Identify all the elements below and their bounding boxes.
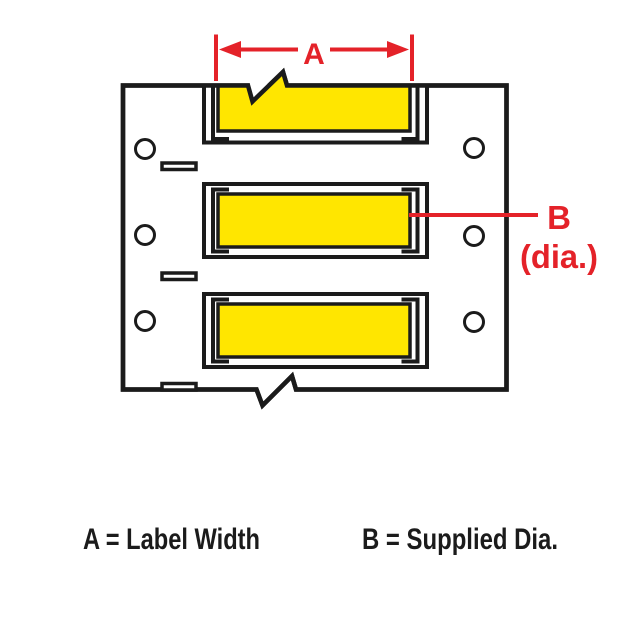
arrowhead-left-icon [219,41,241,58]
feed-hole-right-1 [463,137,485,159]
dimension-b: B (dia.) [409,199,598,275]
feed-hole-right-3 [463,311,485,333]
dimension-a: A [214,34,414,81]
dimension-b-sub-label: (dia.) [520,238,598,275]
sleeve-bracket-right [401,297,420,364]
legend-b: B = Supplied Dia. [362,523,558,556]
feed-hole-left-3 [134,310,156,332]
sleeve-bracket-left [211,297,229,364]
legend-a: A = Label Width [83,523,260,556]
feed-hole-right-2 [463,225,485,247]
carrier-slit-1 [160,161,198,172]
carrier-slit-2 [160,271,198,282]
label-sleeve-3 [202,292,429,369]
carrier-slit-3 [160,381,198,392]
legend: A = Label Width B = Supplied Dia. [83,523,558,556]
carrier-outline-stroke [120,67,509,410]
label-sleeve-2 [202,182,429,259]
sleeve-bracket-left [211,84,229,141]
feed-hole-left-2 [134,224,156,246]
sleeve-bracket-right [401,84,420,141]
sleeve-bracket-left [211,187,229,254]
feed-hole-left-1 [134,138,156,160]
sleeve-label [216,192,412,249]
arrowhead-right-icon [387,41,409,58]
dimension-a-label: A [303,38,325,71]
dimension-b-label: B [547,199,571,236]
sleeve-bracket-right [401,187,420,254]
sleeve-label [216,302,412,359]
